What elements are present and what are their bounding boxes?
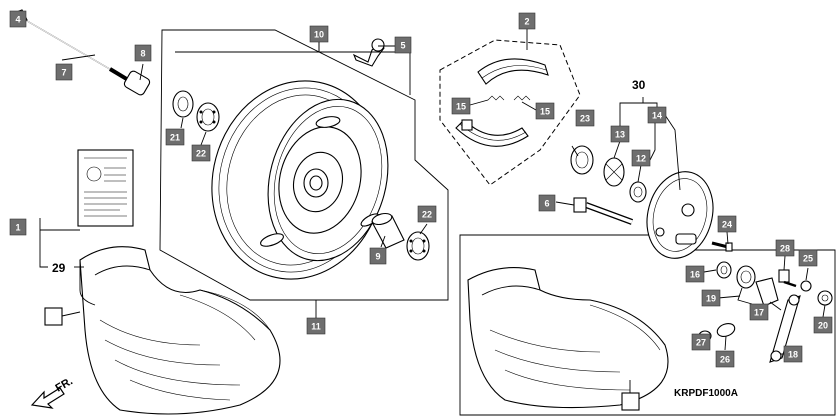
bearing-right: [406, 231, 430, 261]
callout-15-right-text: 15: [540, 107, 550, 117]
callout-17: 17: [749, 303, 769, 321]
callout-21-text: 21: [170, 133, 180, 143]
front-arrow-text: FR.: [54, 375, 75, 394]
callout-5-text: 5: [400, 41, 405, 51]
callout-1: 1: [9, 218, 27, 236]
callout-15-right: 15: [535, 102, 555, 120]
callout-26: 26: [715, 350, 735, 368]
dust-seal-left: [172, 90, 194, 118]
callout-12-text: 12: [636, 154, 646, 164]
panel-washer: [629, 181, 647, 203]
joint-piece: [716, 323, 736, 337]
callout-24-text: 24: [722, 220, 732, 230]
callout-22-right-text: 22: [422, 210, 432, 220]
tire-reference-box: [44, 307, 63, 326]
diagram-code: KRPDF1000A: [674, 388, 738, 399]
callout-10-text: 10: [314, 30, 324, 40]
callout-9-text: 9: [375, 252, 380, 262]
callout-4: 4: [9, 10, 27, 28]
callout-6: 6: [538, 194, 556, 212]
arm-bolt: [800, 280, 812, 292]
callout-27: 27: [691, 333, 711, 351]
callout-28: 28: [775, 239, 795, 257]
brake-panel-ref-number: 30: [632, 78, 646, 92]
callout-25-text: 25: [803, 254, 813, 264]
callout-14: 14: [647, 106, 667, 124]
callout-8-text: 8: [140, 49, 145, 59]
callout-19: 19: [701, 289, 721, 307]
brake-spring-right: [513, 95, 531, 101]
callout-18-text: 18: [788, 350, 798, 360]
callout-26-text: 26: [720, 355, 730, 365]
callout-15-left-text: 15: [456, 102, 466, 112]
wear-indicator: [755, 277, 779, 307]
callout-18: 18: [783, 345, 803, 363]
brake-cam: [573, 197, 634, 225]
caution-label: [77, 149, 134, 227]
callout-13: 13: [610, 125, 630, 143]
wheel-rim: [211, 80, 389, 280]
front-direction-arrow: FR.: [30, 375, 75, 409]
arm-pin: [778, 269, 797, 288]
brake-spring-left: [487, 95, 505, 101]
callout-20-text: 20: [818, 321, 828, 331]
callout-15-left: 15: [451, 97, 471, 115]
callout-1-text: 1: [15, 223, 20, 233]
callout-4-text: 4: [15, 15, 20, 25]
callout-11-text: 11: [311, 322, 321, 332]
callout-8: 8: [134, 44, 152, 62]
brake-shoe-group-outline: [439, 39, 581, 186]
callout-27-text: 27: [696, 338, 706, 348]
callout-19-text: 19: [706, 294, 716, 304]
distance-collar: [371, 212, 405, 249]
callout-11: 11: [306, 317, 326, 335]
callout-6-text: 6: [544, 199, 549, 209]
callout-7: 7: [55, 63, 73, 81]
callout-22-left: 22: [191, 144, 211, 162]
brake-shoe-lower: [455, 119, 529, 147]
callout-7-text: 7: [61, 68, 66, 78]
panel-bolt: [711, 241, 733, 252]
callout-2: 2: [518, 12, 536, 30]
axle-nut: [123, 70, 151, 96]
callout-23-text: 23: [580, 114, 590, 124]
wheel-group-outline: [159, 29, 449, 301]
arm-washer: [716, 261, 732, 279]
gear-component: [603, 157, 625, 187]
brake-arm: [769, 294, 801, 363]
brake-shoe-upper: [477, 58, 549, 85]
callout-9: 9: [369, 247, 387, 265]
callout-20: 20: [813, 316, 833, 334]
callout-12: 12: [631, 149, 651, 167]
callout-5: 5: [394, 36, 412, 54]
callout-23: 23: [575, 109, 595, 127]
leader-lines: [39, 29, 826, 393]
callout-17-text: 17: [754, 308, 764, 318]
air-valve: [352, 38, 385, 67]
callout-28-text: 28: [780, 244, 790, 254]
inset-tire: [467, 267, 669, 409]
callout-2-text: 2: [524, 17, 529, 27]
callout-24: 24: [717, 215, 737, 233]
callout-21: 21: [165, 128, 185, 146]
tire-ref-number: 29: [52, 261, 66, 275]
left-tire: [79, 246, 281, 415]
callout-13-text: 13: [615, 130, 625, 140]
callout-16: 16: [685, 265, 705, 283]
return-spring: [736, 265, 756, 305]
callout-10: 10: [309, 25, 329, 43]
brake-panel: [646, 171, 714, 259]
callout-25: 25: [798, 249, 818, 267]
adjusting-nut: [817, 290, 833, 306]
callout-16-text: 16: [690, 270, 700, 280]
callout-22-left-text: 22: [196, 149, 206, 159]
callout-22-right: 22: [417, 205, 437, 223]
bearing-left: [196, 102, 220, 132]
callout-14-text: 14: [652, 111, 662, 121]
inset-reference-box: [621, 392, 640, 411]
